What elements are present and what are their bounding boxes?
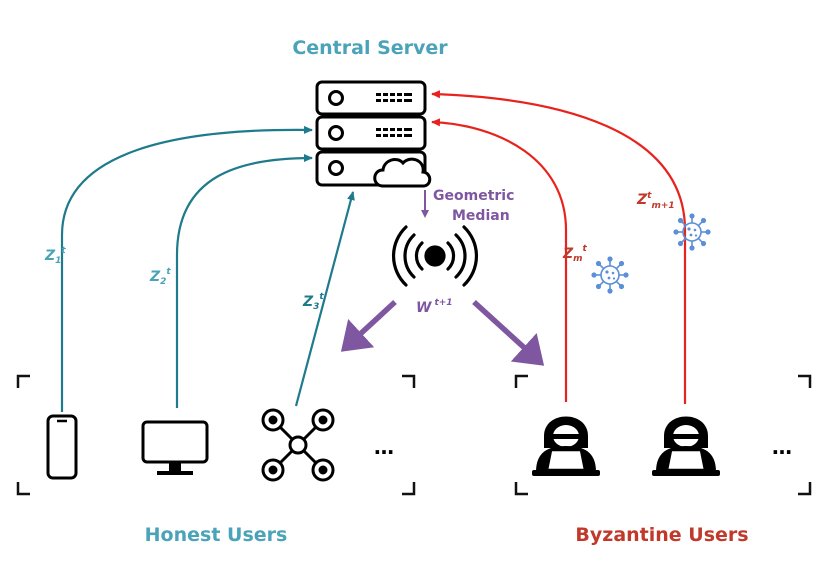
update-label-zm1: Ztm+1 [636,191,675,211]
cloud-icon [373,157,432,188]
smartphone-icon [46,414,78,480]
update-label-z3: Z3t [302,292,324,312]
aggregation-label-line2: Median [452,208,510,224]
broadcast-arrow-honest [340,299,397,352]
byzantine-group-frame [514,374,812,496]
aggregation-label-line1: Geometric [433,188,514,204]
honest-ellipsis: … [374,435,394,459]
title: Central Server [292,37,448,59]
update-label-z1: Z1t [44,246,66,266]
upload-arrow-byzantine-m [431,118,568,402]
broadcast-arrow-byzantine [472,299,545,366]
drone-icon [261,408,335,482]
hacker-icon [530,415,602,478]
monitor-icon [141,420,209,475]
honest-group-frame [16,374,416,496]
update-label-zm: Zmt [562,244,588,264]
server-indicator-dots [376,93,412,137]
upload-arrow-byzantine-m1 [431,90,687,404]
byzantine-users-label: Byzantine Users [575,524,748,546]
honest-users-label: Honest Users [145,524,288,546]
update-label-z2: Z2t [149,267,171,287]
virus-icon [673,213,711,251]
broadcast-icon [392,225,478,287]
upload-arrow-user3 [294,191,355,407]
virus-icon [591,256,629,294]
upload-arrow-user1 [60,125,313,412]
upload-arrow-user2 [175,154,313,408]
byzantine-ellipsis: … [772,435,792,459]
hacker-icon [650,415,722,478]
